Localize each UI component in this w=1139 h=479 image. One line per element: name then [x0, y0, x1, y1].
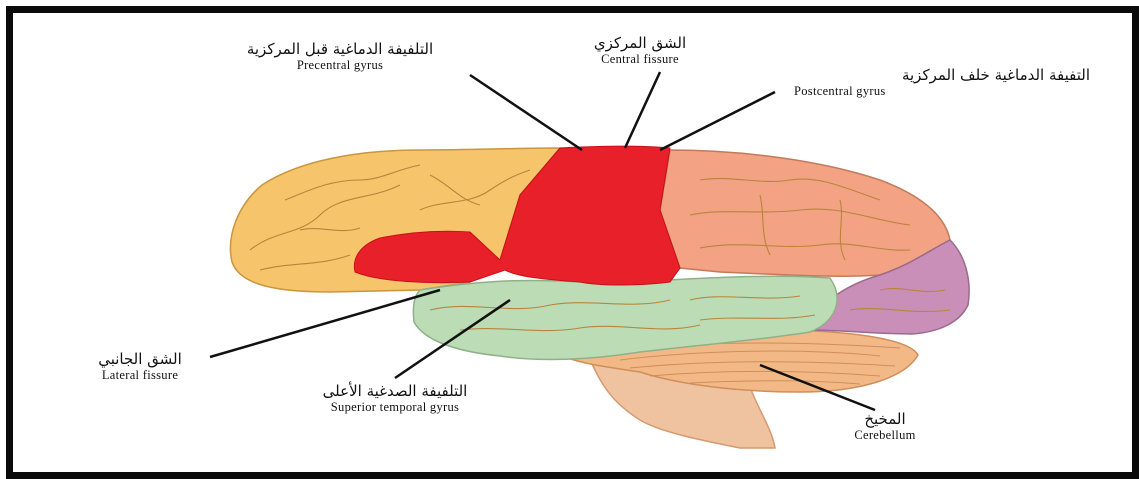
leader-postcentral [660, 92, 775, 150]
label-central-ar: الشق المركزي [560, 34, 720, 52]
label-cerebellum: المخيخ Cerebellum [815, 410, 955, 443]
label-lateral-ar: الشق الجانبي [50, 350, 230, 368]
label-postcentral-en: Postcentral gyrus [780, 84, 1110, 99]
leader-central [625, 72, 660, 148]
label-central-en: Central fissure [560, 52, 720, 67]
label-cerebellum-ar: المخيخ [815, 410, 955, 428]
label-precentral-ar: التلفيفة الدماغية قبل المركزية [190, 40, 490, 58]
label-central: الشق المركزي Central fissure [560, 34, 720, 67]
leader-precentral [470, 75, 582, 150]
label-postcentral: التفيفة الدماغية خلف المركزية Postcentra… [780, 66, 1110, 99]
label-superior-temporal-en: Superior temporal gyrus [270, 400, 520, 415]
label-precentral: التلفيفة الدماغية قبل المركزية Precentra… [190, 40, 490, 73]
label-precentral-en: Precentral gyrus [190, 58, 490, 73]
label-postcentral-ar: التفيفة الدماغية خلف المركزية [780, 66, 1090, 84]
label-cerebellum-en: Cerebellum [815, 428, 955, 443]
label-superior-temporal: التلفيفة الصدغية الأعلى Superior tempora… [270, 382, 520, 415]
label-lateral: الشق الجانبي Lateral fissure [50, 350, 230, 383]
leader-lateral [210, 290, 440, 357]
label-superior-temporal-ar: التلفيفة الصدغية الأعلى [270, 382, 520, 400]
label-lateral-en: Lateral fissure [50, 368, 230, 383]
